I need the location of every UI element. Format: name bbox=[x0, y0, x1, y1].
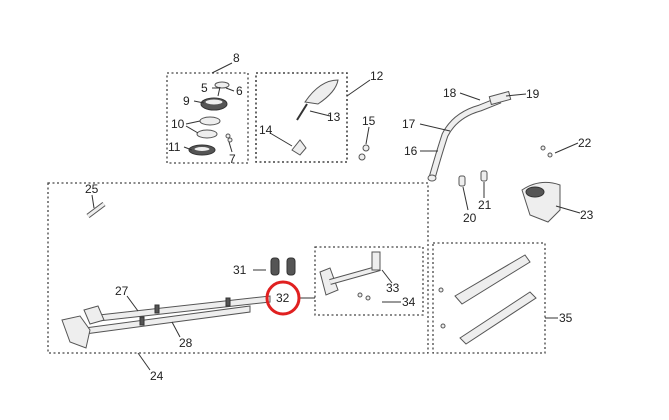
part-label-19[interactable]: 19 bbox=[526, 87, 540, 101]
group-box-24 bbox=[47, 182, 429, 354]
part-label-33[interactable]: 33 bbox=[386, 281, 400, 295]
part-label-34[interactable]: 34 bbox=[402, 295, 416, 309]
part-label-17[interactable]: 17 bbox=[402, 117, 416, 131]
group-box-35 bbox=[432, 242, 546, 354]
group-box-12 bbox=[255, 72, 348, 163]
group-box-8 bbox=[166, 72, 249, 164]
part-label-35[interactable]: 35 bbox=[559, 311, 573, 325]
part-label-13[interactable]: 13 bbox=[327, 110, 341, 124]
leader-lines bbox=[91, 62, 581, 371]
part-label-28[interactable]: 28 bbox=[179, 336, 193, 350]
highlight-circle bbox=[265, 280, 301, 316]
part-label-24[interactable]: 24 bbox=[150, 369, 164, 383]
part-label-10[interactable]: 10 bbox=[171, 117, 185, 131]
lower-triple-clamp-33 bbox=[319, 251, 381, 301]
steering-bearing-parts bbox=[188, 81, 233, 156]
part-label-9[interactable]: 9 bbox=[183, 94, 190, 108]
part-label-11[interactable]: 11 bbox=[168, 140, 181, 154]
clamp-rings-31 bbox=[270, 257, 296, 276]
part-label-31[interactable]: 31 bbox=[233, 263, 247, 277]
group-box-33 bbox=[314, 246, 424, 316]
top-clamp-part-23 bbox=[521, 181, 561, 223]
part-label-32[interactable]: 32 bbox=[276, 291, 290, 305]
part-label-7[interactable]: 7 bbox=[229, 152, 236, 166]
part-label-12[interactable]: 12 bbox=[370, 69, 384, 83]
axle-part-25 bbox=[86, 202, 106, 218]
part-label-20[interactable]: 20 bbox=[463, 211, 477, 225]
part-label-22[interactable]: 22 bbox=[578, 136, 592, 150]
part-label-18[interactable]: 18 bbox=[443, 86, 457, 100]
part-label-16[interactable]: 16 bbox=[404, 144, 418, 158]
part-label-15[interactable]: 15 bbox=[362, 114, 376, 128]
fork-guards-35 bbox=[438, 254, 537, 345]
small-parts-20-21-22 bbox=[458, 145, 553, 187]
part-label-14[interactable]: 14 bbox=[259, 123, 273, 137]
part-label-21[interactable]: 21 bbox=[478, 198, 492, 212]
part-label-5[interactable]: 5 bbox=[201, 81, 208, 95]
mirror-part bbox=[291, 79, 339, 156]
clip-parts-15 bbox=[358, 144, 370, 161]
part-label-27[interactable]: 27 bbox=[115, 284, 129, 298]
fork-legs bbox=[61, 295, 271, 349]
part-label-25[interactable]: 25 bbox=[85, 182, 99, 196]
handlebar-part bbox=[427, 90, 512, 182]
part-label-23[interactable]: 23 bbox=[580, 208, 594, 222]
part-label-8[interactable]: 8 bbox=[233, 51, 240, 65]
part-label-6[interactable]: 6 bbox=[236, 84, 243, 98]
